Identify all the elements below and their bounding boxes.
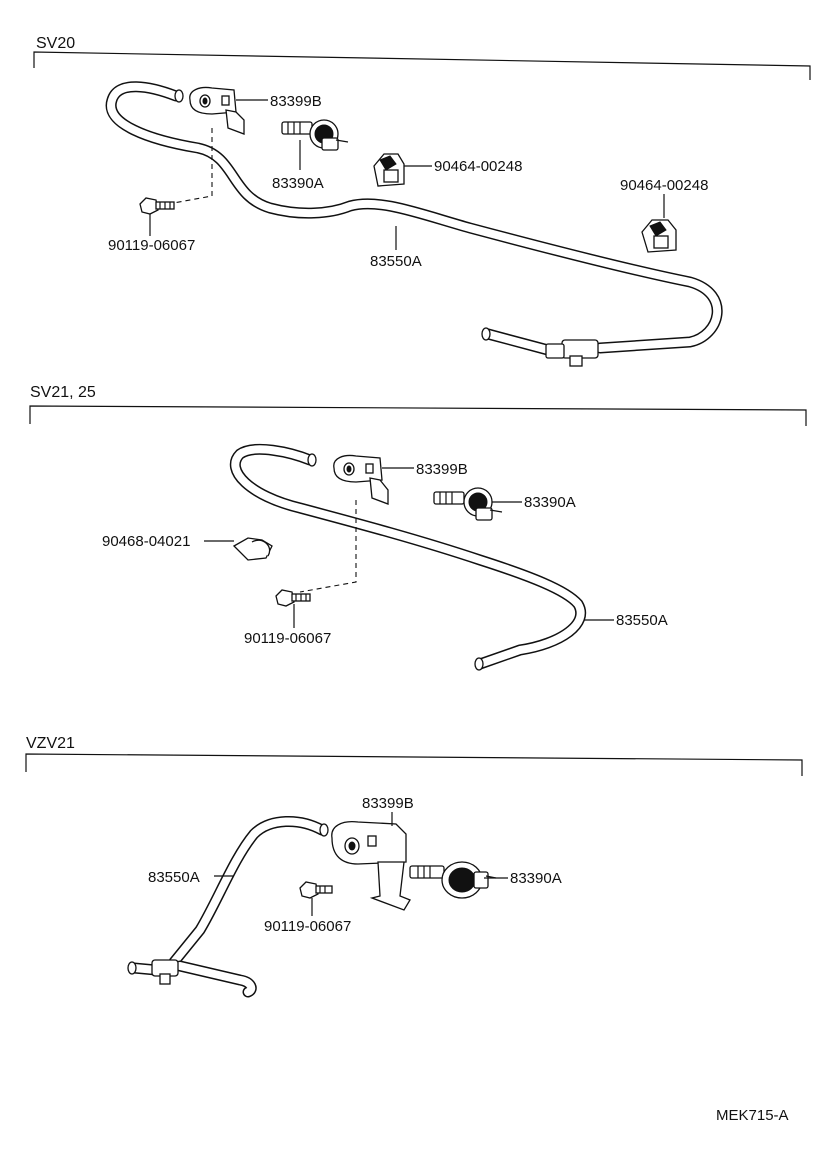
- bolt-90119-vzv21: [299, 881, 333, 899]
- section-header-sv21-25: SV21, 25: [30, 384, 96, 401]
- bracket-83399b-sv21: [333, 454, 389, 505]
- section-sv21-25: SV21, 25 83399B 8339: [29, 384, 807, 671]
- label-bracket-vzv21: 83399B: [362, 795, 414, 812]
- bracket-83399b-vzv21: [331, 820, 411, 911]
- vsv-83390a: [281, 119, 349, 151]
- hose-83550a-sv21: [229, 443, 586, 671]
- label-hose-sv20: 83550A: [370, 253, 422, 270]
- label-bracket-sv21: 83399B: [416, 461, 468, 478]
- tee-joint-vzv21: [151, 959, 179, 985]
- label-clamp1-sv20: 90464-00248: [434, 158, 522, 175]
- vsv-83390a-sv21: [433, 487, 503, 521]
- bolt-90119: [139, 197, 175, 215]
- vsv-83390a-vzv21: [409, 861, 497, 899]
- label-bolt-sv21: 90119-06067: [244, 630, 331, 647]
- section-header-vzv21: VZV21: [26, 735, 75, 752]
- bolt-90119-sv21: [275, 589, 311, 607]
- clip-90468: [232, 537, 273, 561]
- section-header-sv20: SV20: [36, 35, 75, 52]
- label-hose-sv21: 83550A: [616, 612, 668, 629]
- label-vsv-sv20: 83390A: [272, 175, 324, 192]
- label-clip-sv21: 90468-04021: [102, 533, 190, 550]
- label-vsv-sv21: 83390A: [524, 494, 576, 511]
- label-hose-vzv21: 83550A: [148, 869, 200, 886]
- footer-code: MEK715-A: [716, 1107, 789, 1124]
- bracket-83399b: [189, 86, 245, 135]
- section-sv20: SV20 83399B: [33, 35, 811, 367]
- section-vzv21: VZV21 83399B: [25, 735, 803, 998]
- clamp-90464-1: [373, 153, 405, 187]
- label-bracket-sv20: 83399B: [270, 93, 322, 110]
- tee-joint: [545, 339, 599, 367]
- section-frame-sv20: [33, 51, 811, 80]
- clamp-90464-2: [641, 219, 677, 253]
- label-clamp2-sv20: 90464-00248: [620, 177, 708, 194]
- label-bolt-vzv21: 90119-06067: [264, 918, 351, 935]
- hose-83550a: [105, 81, 723, 356]
- section-frame-vzv21: [25, 753, 803, 776]
- section-frame-sv21-25: [29, 405, 807, 426]
- label-vsv-vzv21: 83390A: [510, 870, 562, 887]
- label-bolt-sv20: 90119-06067: [108, 237, 195, 254]
